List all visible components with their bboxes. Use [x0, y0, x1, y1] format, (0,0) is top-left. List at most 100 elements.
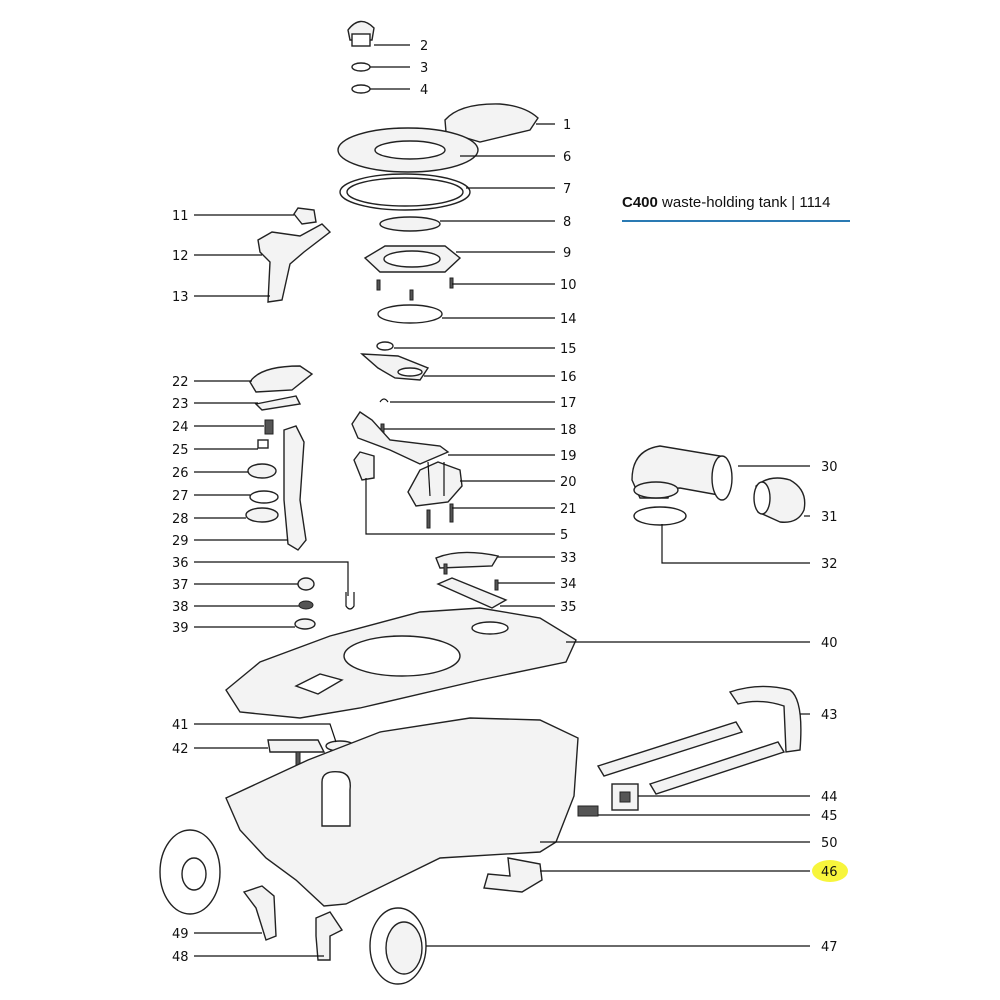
callout-1: 1 — [563, 118, 571, 133]
callout-12: 12 — [172, 249, 189, 264]
part-14-disc — [377, 304, 443, 324]
callout-33: 33 — [560, 551, 577, 566]
part-47-wheel — [369, 907, 427, 985]
callout-40: 40 — [821, 636, 838, 651]
callout-46: 46 — [821, 865, 838, 880]
part-43-handle — [596, 685, 802, 795]
part-38-rings — [298, 600, 314, 610]
part-9-frame — [363, 245, 462, 273]
part-31-cap — [753, 477, 806, 523]
callout-47: 47 — [821, 940, 838, 955]
callout-45: 45 — [821, 809, 838, 824]
callout-10: 10 — [560, 278, 577, 293]
callout-23: 23 — [172, 397, 189, 412]
callout-44: 44 — [821, 790, 838, 805]
callout-32: 32 — [821, 557, 838, 572]
part-10-screws — [376, 277, 454, 301]
part-50-tank-body — [225, 717, 579, 907]
title-description: waste-holding tank | 1114 — [657, 194, 831, 211]
callout-27: 27 — [172, 489, 189, 504]
callout-5: 5 — [560, 528, 568, 543]
part-30-spout — [631, 445, 733, 501]
part-20-housing — [407, 461, 463, 507]
callout-34: 34 — [560, 577, 577, 592]
part-15-washer — [376, 341, 394, 351]
callout-37: 37 — [172, 578, 189, 593]
callout-2: 2 — [420, 39, 428, 54]
callout-7: 7 — [563, 182, 571, 197]
part-28-float-base — [245, 507, 279, 523]
part-7-gasket-inner — [346, 177, 464, 207]
part-36-hook — [345, 592, 355, 610]
part-4-ring — [351, 84, 371, 94]
part-11-clip — [293, 207, 317, 225]
callout-22: 22 — [172, 375, 189, 390]
callout-26: 26 — [172, 466, 189, 481]
part-13-handle — [257, 223, 332, 303]
callout-28: 28 — [172, 512, 189, 527]
part-37-knob — [297, 577, 315, 591]
callout-38: 38 — [172, 600, 189, 615]
callout-9: 9 — [563, 246, 571, 261]
part-48-axle-clip — [315, 911, 344, 961]
part-33-plate — [435, 551, 500, 569]
callout-39: 39 — [172, 621, 189, 636]
callout-29: 29 — [172, 534, 189, 549]
part-34-screws — [443, 563, 499, 591]
callout-41: 41 — [172, 718, 189, 733]
part-8-ring — [379, 216, 441, 232]
part-wheel-left — [159, 829, 221, 915]
part-49-valve — [242, 885, 277, 941]
callout-11: 11 — [172, 209, 189, 224]
part-35-seal-frame — [436, 577, 508, 609]
part-32-seal — [633, 506, 687, 526]
callout-24: 24 — [172, 420, 189, 435]
part-42-holder — [267, 739, 326, 773]
part-45-spring — [577, 805, 599, 817]
callout-8: 8 — [563, 215, 571, 230]
part-25-screw — [257, 439, 269, 449]
title-model-code: C400 — [622, 194, 658, 211]
part-39-valve — [294, 618, 316, 630]
callout-48: 48 — [172, 950, 189, 965]
callout-36: 36 — [172, 556, 189, 571]
callout-25: 25 — [172, 443, 189, 458]
part-19-lever — [351, 411, 450, 465]
part-40-tank-top — [225, 607, 577, 719]
part-1-flap — [444, 103, 539, 143]
callout-14: 14 — [560, 312, 577, 327]
part-22-cover — [249, 365, 314, 393]
callout-30: 30 — [821, 460, 838, 475]
part-46-bracket — [483, 857, 543, 893]
part-24-spring — [264, 419, 274, 435]
callout-15: 15 — [560, 342, 577, 357]
part-29-indicator-rod — [283, 425, 307, 551]
leader-lines — [194, 44, 810, 957]
callout-43: 43 — [821, 708, 838, 723]
callout-6: 6 — [563, 150, 571, 165]
callout-35: 35 — [560, 600, 577, 615]
callout-42: 42 — [172, 742, 189, 757]
part-6-cover — [337, 127, 479, 173]
callout-46-highlight — [812, 860, 848, 882]
callout-numbers: 2 3 4 1 6 7 8 9 10 14 15 16 17 18 19 20 … — [172, 39, 838, 965]
part-3-ring — [351, 62, 371, 72]
part-27-float-mid — [249, 490, 279, 504]
callout-4: 4 — [420, 83, 428, 98]
callout-21: 21 — [560, 502, 577, 517]
part-44-lock — [611, 783, 639, 811]
part-16-blade-lever — [360, 353, 430, 381]
callout-17: 17 — [560, 396, 577, 411]
callout-50: 50 — [821, 836, 838, 851]
part-26-float-top — [247, 463, 277, 479]
part-2-knob — [347, 20, 375, 47]
part-17-clip — [379, 398, 389, 403]
callout-18: 18 — [560, 423, 577, 438]
part-23-spring-plate — [254, 395, 302, 411]
callout-13: 13 — [172, 290, 189, 305]
callout-19: 19 — [560, 449, 577, 464]
part-5-bracket — [353, 451, 375, 481]
callout-31: 31 — [821, 510, 838, 525]
callout-49: 49 — [172, 927, 189, 942]
